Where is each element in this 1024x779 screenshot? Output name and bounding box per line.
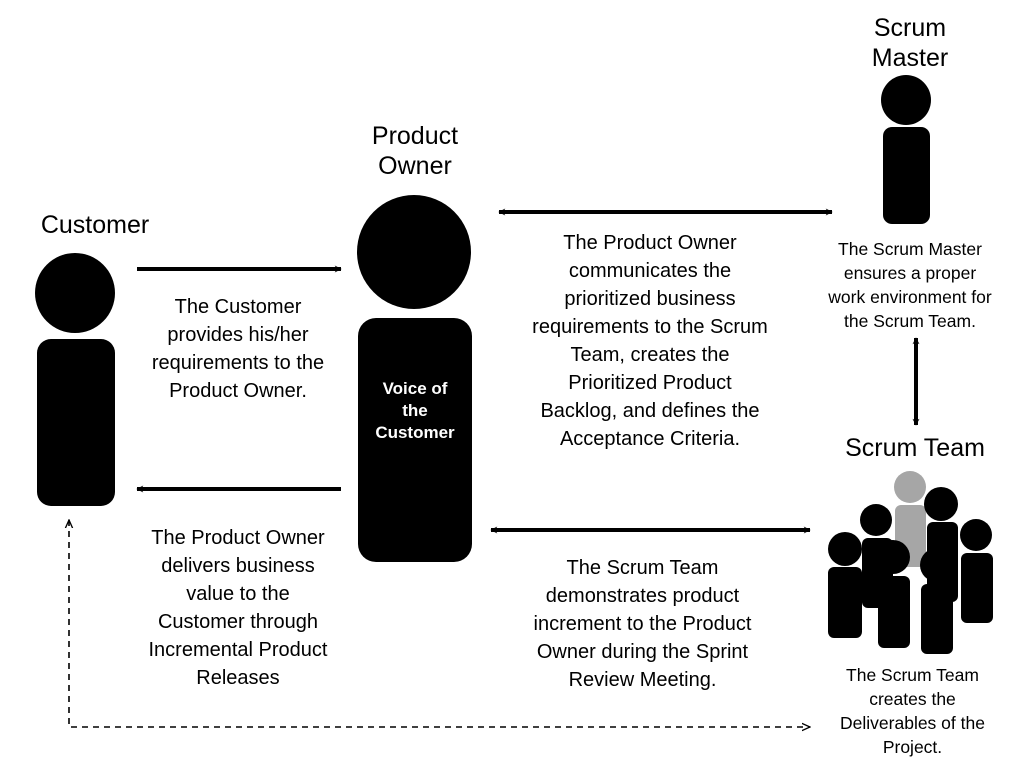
- scrum-master-description: The Scrum Master ensures a proper work e…: [828, 239, 992, 331]
- po-to-customer-description: The Product Owner delivers business valu…: [148, 527, 328, 689]
- product-owner-title: Product Owner: [371, 122, 459, 180]
- team-to-po-description: The Scrum Team demonstrates product incr…: [533, 557, 752, 691]
- po-to-team-description: The Product Owner communicates the prior…: [532, 232, 768, 450]
- customer-to-po-description: The Customer provides his/her requiremen…: [151, 296, 325, 402]
- customer-title: Customer: [40, 211, 150, 239]
- dashed-arrow-customer-to-team: [69, 520, 810, 727]
- scrum-team-figure: [828, 471, 993, 654]
- voice-of-customer-label: Voice of the Customer: [375, 379, 455, 442]
- scrum-master-figure: [881, 75, 931, 224]
- scrum-team-title: Scrum Team: [845, 434, 985, 462]
- scrum-team-description: The Scrum Team creates the Deliverables …: [840, 665, 985, 757]
- scrum-master-title: Scrum Master: [871, 14, 949, 72]
- customer-figure: [35, 253, 115, 506]
- product-owner-figure: [357, 195, 472, 562]
